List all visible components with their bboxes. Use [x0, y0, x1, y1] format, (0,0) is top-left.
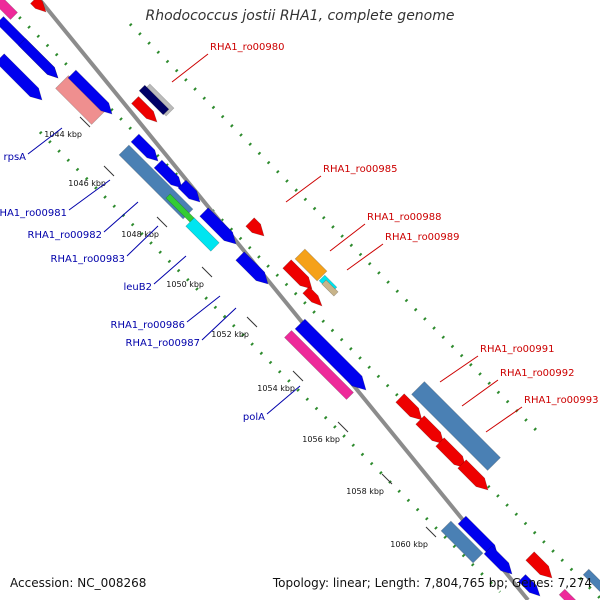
ruler-tick [103, 165, 115, 177]
gene-box [321, 279, 339, 297]
leader-line [329, 223, 366, 252]
gene-box [440, 520, 484, 564]
ruler-tick-label: 1054 kbp [257, 384, 295, 393]
gene-label-reverse: RHA1_ro00982 [28, 230, 103, 241]
gene-label-reverse: RHA1_ro00981 [0, 208, 67, 219]
gene-label-reverse: leuB2 [124, 282, 153, 293]
leader-line [126, 225, 159, 257]
ruler-tick [201, 266, 213, 278]
gene-arrow [518, 574, 541, 597]
gene-label-reverse: RHA1_ro00987 [126, 338, 201, 349]
gene-box [138, 84, 170, 116]
gene-box [294, 248, 328, 282]
leader-line [485, 406, 523, 433]
ruler-tick [156, 216, 168, 228]
gene-label-forward: RHA1_ro00989 [385, 232, 460, 243]
gene-arrow [245, 217, 265, 237]
leader-line [186, 295, 221, 323]
ruler-tick [292, 370, 304, 382]
leader-line [201, 307, 237, 341]
gene-arrow [395, 393, 423, 421]
gene-box [582, 568, 600, 593]
leader-line [171, 53, 209, 83]
ruler-dotted-line [8, 6, 600, 600]
leader-line [68, 179, 111, 211]
gene-arrow [302, 286, 323, 307]
gene-arrow [282, 259, 313, 290]
gene-box [411, 381, 501, 471]
gene-labels: RHA1_ro00980RHA1_ro00985RHA1_ro00988RHA1… [0, 42, 599, 423]
label-leader-lines [27, 53, 523, 433]
ruler-tick-label: 1048 kbp [121, 230, 159, 239]
gene-arrow [177, 179, 201, 203]
genome-stats-text: Topology: linear; Length: 7,804,765 bp; … [272, 576, 592, 590]
leader-line [27, 127, 63, 155]
genome-backbone [38, 0, 530, 600]
leader-line [285, 175, 322, 203]
ruler-tick-label: 1058 kbp [346, 487, 384, 496]
gene-arrow [0, 53, 43, 101]
gene-arrow [67, 69, 113, 115]
ruler-ticks: 1044 kbp 1046 kbp 1048 kbp 1050 kbp 1052 kbp… [44, 116, 437, 549]
leader-line [103, 201, 139, 233]
gene-box [558, 588, 577, 600]
ruler-tick-label: 1044 kbp [44, 130, 82, 139]
gene-arrow [235, 251, 269, 285]
ruler-dotted-lines [8, 6, 600, 600]
gene-arrow [130, 133, 159, 162]
gene-label-forward: RHA1_ro00985 [323, 164, 398, 175]
ruler-tick [381, 473, 393, 485]
gene-label-forward: RHA1_ro00993 [524, 395, 599, 406]
gene-arrow [294, 318, 367, 391]
gene-label-forward: RHA1_ro00991 [480, 344, 555, 355]
ruler-tick [425, 526, 437, 538]
gene-arrow [525, 551, 553, 579]
leader-line [153, 255, 187, 285]
gene-label-forward: RHA1_ro00988 [367, 212, 442, 223]
ruler-tick-label: 1056 kbp [302, 435, 340, 444]
gene-label-reverse: RHA1_ro00983 [51, 254, 126, 265]
ruler-tick-label: 1046 kbp [68, 179, 106, 188]
leader-line [346, 243, 384, 271]
gene-label-forward: RHA1_ro00992 [500, 368, 575, 379]
gene-arrow [199, 207, 237, 245]
gene-label-reverse: polA [243, 412, 265, 423]
gene-arrow [483, 545, 513, 575]
gene-arrow [415, 415, 445, 445]
map-title: Rhodococcus jostii RHA1, complete genome [145, 8, 455, 24]
ruler-tick [79, 116, 91, 128]
gene-label-forward: RHA1_ro00980 [210, 42, 285, 53]
ruler-tick-label: 1052 kbp [211, 330, 249, 339]
backbone-line [38, 0, 530, 600]
leader-line [439, 355, 479, 383]
ruler-tick [246, 316, 258, 328]
ruler-tick-label: 1060 kbp [390, 540, 428, 549]
gene-arrow [30, 0, 47, 13]
ruler-dotted-line [38, 130, 502, 594]
gene-box [0, 0, 18, 20]
gene-arrow [131, 96, 158, 123]
gene-label-reverse: RHA1_ro00986 [111, 320, 186, 331]
ruler-tick-label: 1050 kbp [166, 280, 204, 289]
gene-arrow [18, 38, 59, 79]
gene-arrow [153, 159, 183, 189]
gene-box [185, 217, 220, 252]
accession-text: Accession: NC_008268 [10, 576, 147, 590]
gene-box [284, 330, 354, 400]
ruler-tick [337, 421, 349, 433]
gene-label-reverse: rpsA [3, 152, 26, 163]
leader-line [266, 385, 301, 415]
leader-line [461, 379, 499, 407]
gene-arrow [457, 459, 489, 491]
